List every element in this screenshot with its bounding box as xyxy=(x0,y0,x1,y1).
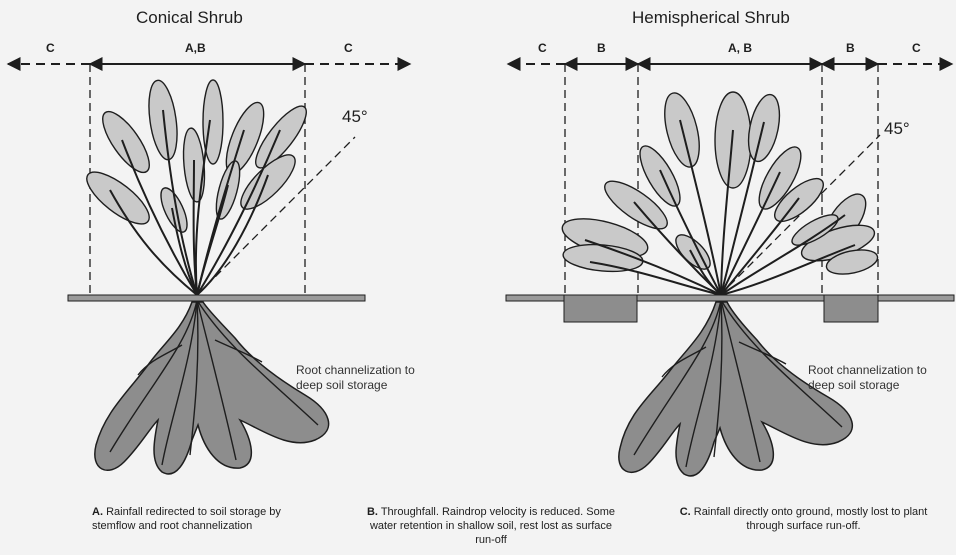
left-ground-line xyxy=(68,295,365,301)
caption-a-text: Rainfall redirected to soil storage by s… xyxy=(92,506,281,532)
right-soil-block-right xyxy=(824,295,878,322)
right-soil-block-left xyxy=(564,295,637,322)
caption-a: A. Rainfall redirected to soil storage b… xyxy=(92,505,317,533)
left-root-mass xyxy=(95,302,329,474)
left-angle-label: 45° xyxy=(342,107,368,127)
caption-c-letter: C. xyxy=(680,506,691,518)
caption-b-letter: B. xyxy=(367,506,378,518)
right-zone-b-left: B xyxy=(597,41,606,55)
caption-a-letter: A. xyxy=(92,506,103,518)
right-zone-ab: A, B xyxy=(728,41,752,55)
right-zone-c-right: C xyxy=(912,41,921,55)
left-zone-c-left: C xyxy=(46,41,55,55)
caption-b-text: Throughfall. Raindrop velocity is reduce… xyxy=(370,506,615,546)
right-zone-b-right: B xyxy=(846,41,855,55)
right-title: Hemispherical Shrub xyxy=(632,8,790,28)
caption-b: B. Throughfall. Raindrop velocity is red… xyxy=(360,505,622,547)
left-zone-c-right: C xyxy=(344,41,353,55)
left-zone-ab: A,B xyxy=(185,41,206,55)
right-zone-c-left: C xyxy=(538,41,547,55)
caption-c-text: Rainfall directly onto ground, mostly lo… xyxy=(694,506,928,532)
caption-c: C. Rainfall directly onto ground, mostly… xyxy=(666,505,941,533)
right-angle-label: 45° xyxy=(884,119,910,139)
right-root-note: Root channelization to deep soil storage xyxy=(808,363,933,393)
left-title: Conical Shrub xyxy=(136,8,243,28)
left-foliage xyxy=(79,79,313,236)
left-root-note: Root channelization to deep soil storage xyxy=(296,363,416,393)
